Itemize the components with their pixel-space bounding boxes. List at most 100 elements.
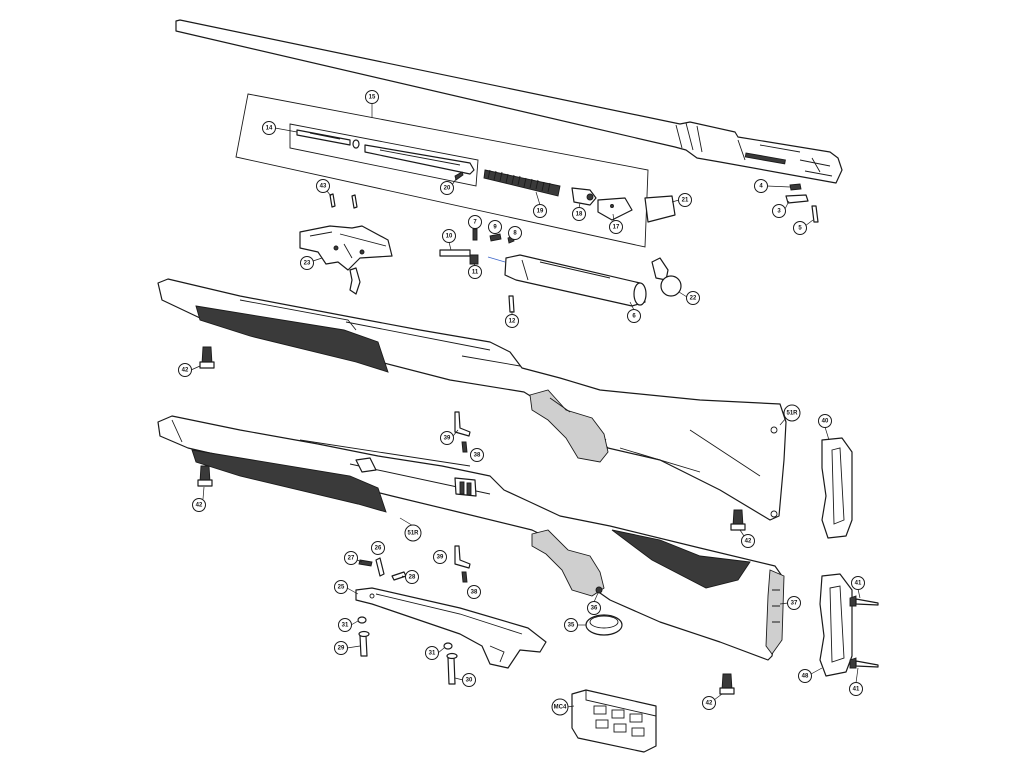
callout-circle: [798, 669, 812, 683]
callout-circle: [783, 404, 801, 422]
callout-circle: [433, 550, 447, 564]
callout-4: 4: [754, 179, 768, 193]
callout-18: 18: [572, 207, 586, 221]
callout-number: 3: [777, 209, 781, 215]
callout-number: 25: [338, 585, 345, 591]
callout-38b: 38: [467, 585, 481, 599]
callout-number: 27: [348, 556, 355, 562]
cap-part-icon: [644, 195, 680, 223]
trigger-assembly-icon: [299, 225, 393, 295]
callout-circle: [702, 696, 716, 710]
grip-cap-icon: [578, 586, 623, 636]
callout-31a: 31: [338, 618, 352, 632]
callout-37: 37: [787, 596, 801, 610]
callout-10: 10: [442, 229, 456, 243]
callout-40: 40: [818, 414, 832, 428]
callout-circle: [470, 448, 484, 462]
callout-circle: [678, 193, 692, 207]
callout-number: 35: [568, 623, 575, 629]
callout-number: 39: [444, 436, 451, 442]
callout-17: 17: [609, 220, 623, 234]
bolt-small-parts-icon: [439, 228, 515, 267]
callout-number: 31: [342, 623, 349, 629]
callout-29: 29: [334, 641, 348, 655]
callout-circle: [572, 207, 586, 221]
callout-7: 7: [468, 215, 482, 229]
callout-circle: [741, 534, 755, 548]
callout-48: 48: [798, 669, 812, 683]
callout-number: 29: [338, 646, 345, 652]
stock-lower-icon: [157, 415, 789, 661]
bolt-assembly-frame: [235, 93, 649, 248]
callout-circle: [371, 541, 385, 555]
callout-circle: [178, 363, 192, 377]
callout-circle: [404, 524, 422, 542]
callout-11: 11: [468, 265, 482, 279]
callout-41a: 41: [851, 576, 865, 590]
callout-19: 19: [533, 204, 547, 218]
recoil-pad-icon: [810, 426, 853, 677]
callout-38a: 38: [470, 448, 484, 462]
callout-circle: [334, 641, 348, 655]
barrel-icon: [175, 19, 843, 184]
callout-circle: [849, 682, 863, 696]
callout-31b: 31: [425, 646, 439, 660]
trigger-guard-icon: [346, 587, 547, 669]
callout-42a: 42: [178, 363, 192, 377]
callout-42d: 42: [702, 696, 716, 710]
callout-circle: [587, 601, 601, 615]
stock-screws-icon: [190, 346, 746, 701]
callout-number: 20: [444, 186, 451, 192]
callout-number: 40: [822, 419, 829, 425]
callout-8: 8: [508, 226, 522, 240]
callout-number: 39: [437, 555, 444, 561]
callout-36: 36: [587, 601, 601, 615]
callout-42b: 42: [192, 498, 206, 512]
sling-brackets-icon: [452, 411, 471, 583]
callout-6: 6: [627, 309, 641, 323]
callout-circle: [533, 204, 547, 218]
callout-5: 5: [793, 221, 807, 235]
callout-number: 31: [429, 651, 436, 657]
callout-circle: [686, 291, 700, 305]
callout-number: 43: [320, 184, 327, 190]
callout-number: 42: [706, 701, 713, 707]
callout-number: 15: [369, 95, 376, 101]
callout-circle: [551, 698, 569, 716]
callout-circle: [754, 179, 768, 193]
callout-30: 30: [462, 673, 476, 687]
callout-26: 26: [371, 541, 385, 555]
callout-42c: 42: [741, 534, 755, 548]
callout-circle: [627, 309, 641, 323]
callout-number: 28: [409, 575, 416, 581]
callout-number: 38: [474, 453, 481, 459]
small-screws-icon: [766, 183, 819, 227]
callout-3: 3: [772, 204, 786, 218]
callout-circle: [505, 314, 519, 328]
callout-number: 12: [509, 319, 516, 325]
callout-circle: [334, 580, 348, 594]
callout-21: 21: [678, 193, 692, 207]
callout-circle: [488, 220, 502, 234]
callout-number: 51R: [786, 411, 798, 417]
callout-circle: [365, 90, 379, 104]
callout-circle: [344, 551, 358, 565]
callout-39b: 39: [433, 550, 447, 564]
callout-number: 22: [690, 296, 697, 302]
callout-number: 5: [798, 226, 802, 232]
callout-number: 9: [493, 225, 497, 231]
callout-39a: 39: [440, 431, 454, 445]
callout-number: 14: [266, 126, 273, 132]
callout-MC: MC4: [551, 698, 569, 716]
callout-circle: [300, 256, 314, 270]
callout-number: 41: [855, 581, 862, 587]
callout-circle: [440, 181, 454, 195]
callout-number: 8: [513, 231, 517, 237]
cocking-piece-icon: [571, 187, 597, 209]
floorplate-parts-icon: [356, 557, 407, 581]
callout-number: 17: [613, 225, 620, 231]
callout-35: 35: [564, 618, 578, 632]
callout-number: 10: [446, 234, 453, 240]
stock-icon: [157, 278, 787, 521]
